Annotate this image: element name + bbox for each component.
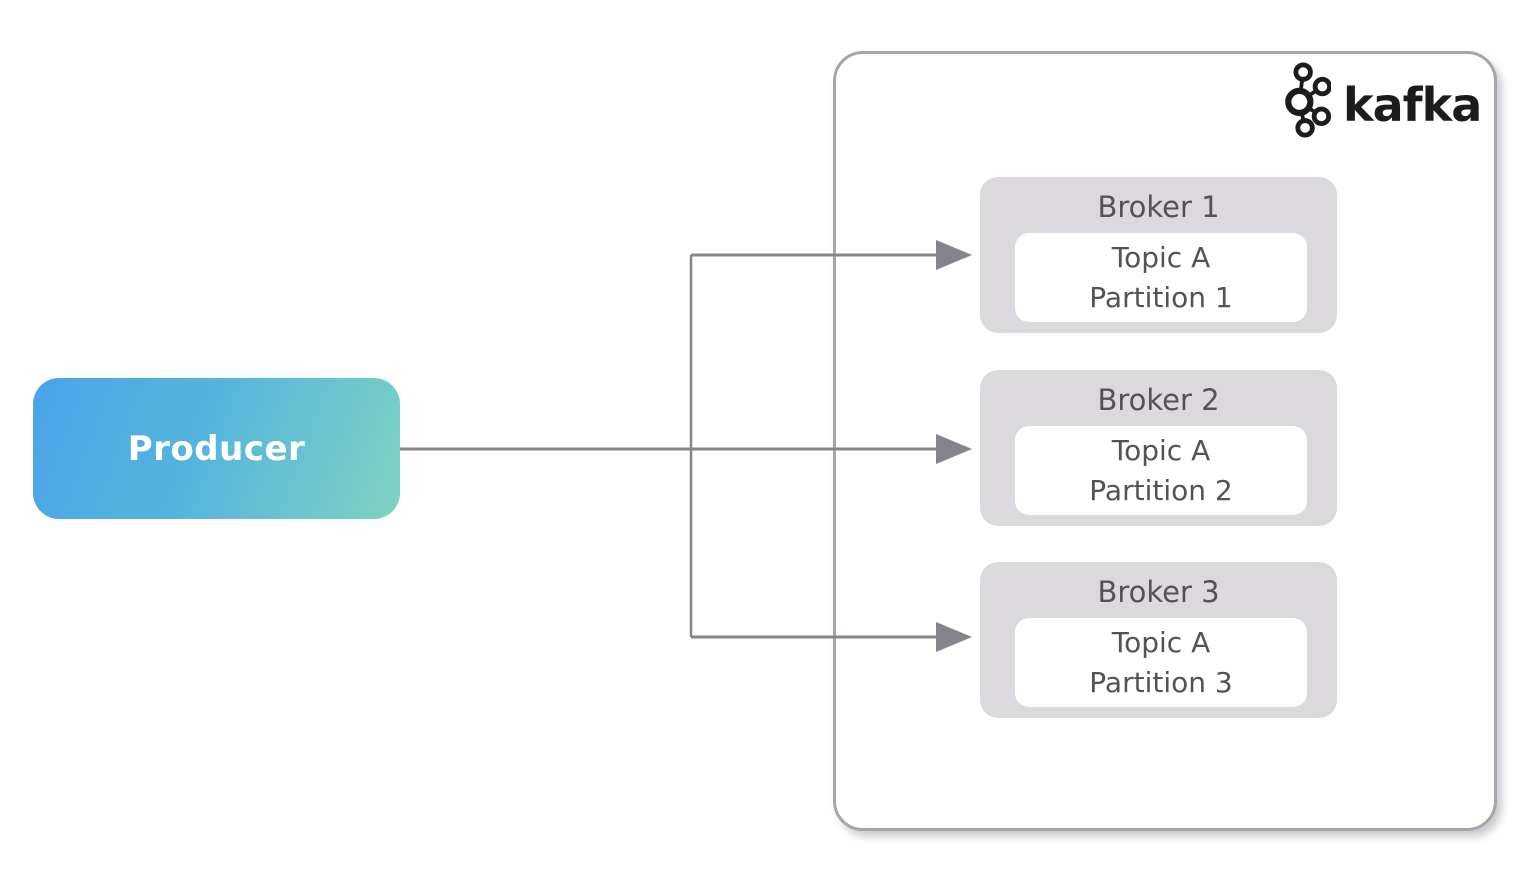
broker-2-topic-label: Topic A bbox=[1111, 433, 1211, 467]
kafka-brand: kafka bbox=[1283, 60, 1482, 144]
broker-1-partition-box: Topic A Partition 1 bbox=[1015, 233, 1307, 322]
broker-3-topic-label: Topic A bbox=[1111, 625, 1211, 659]
broker-3-partition-label: Partition 3 bbox=[1089, 665, 1233, 699]
kafka-wordmark: kafka bbox=[1343, 78, 1482, 132]
broker-2-partition-label: Partition 2 bbox=[1089, 473, 1233, 507]
kafka-logo-icon bbox=[1283, 60, 1333, 144]
broker-1-title: Broker 1 bbox=[1097, 190, 1220, 224]
broker-3-box: Broker 3 Topic A Partition 3 bbox=[980, 562, 1337, 718]
broker-2-title: Broker 2 bbox=[1097, 383, 1220, 417]
broker-3-partition-box: Topic A Partition 3 bbox=[1015, 618, 1307, 707]
broker-1-box: Broker 1 Topic A Partition 1 bbox=[980, 177, 1337, 333]
broker-1-topic-label: Topic A bbox=[1111, 240, 1211, 274]
broker-2-partition-box: Topic A Partition 2 bbox=[1015, 426, 1307, 515]
broker-3-title: Broker 3 bbox=[1097, 575, 1220, 609]
kafka-cluster-box: kafka Broker 1 Topic A Partition 1 Broke… bbox=[833, 51, 1497, 831]
broker-1-partition-label: Partition 1 bbox=[1089, 280, 1233, 314]
producer-box: Producer bbox=[33, 378, 400, 519]
broker-2-box: Broker 2 Topic A Partition 2 bbox=[980, 370, 1337, 526]
producer-label: Producer bbox=[127, 428, 306, 469]
